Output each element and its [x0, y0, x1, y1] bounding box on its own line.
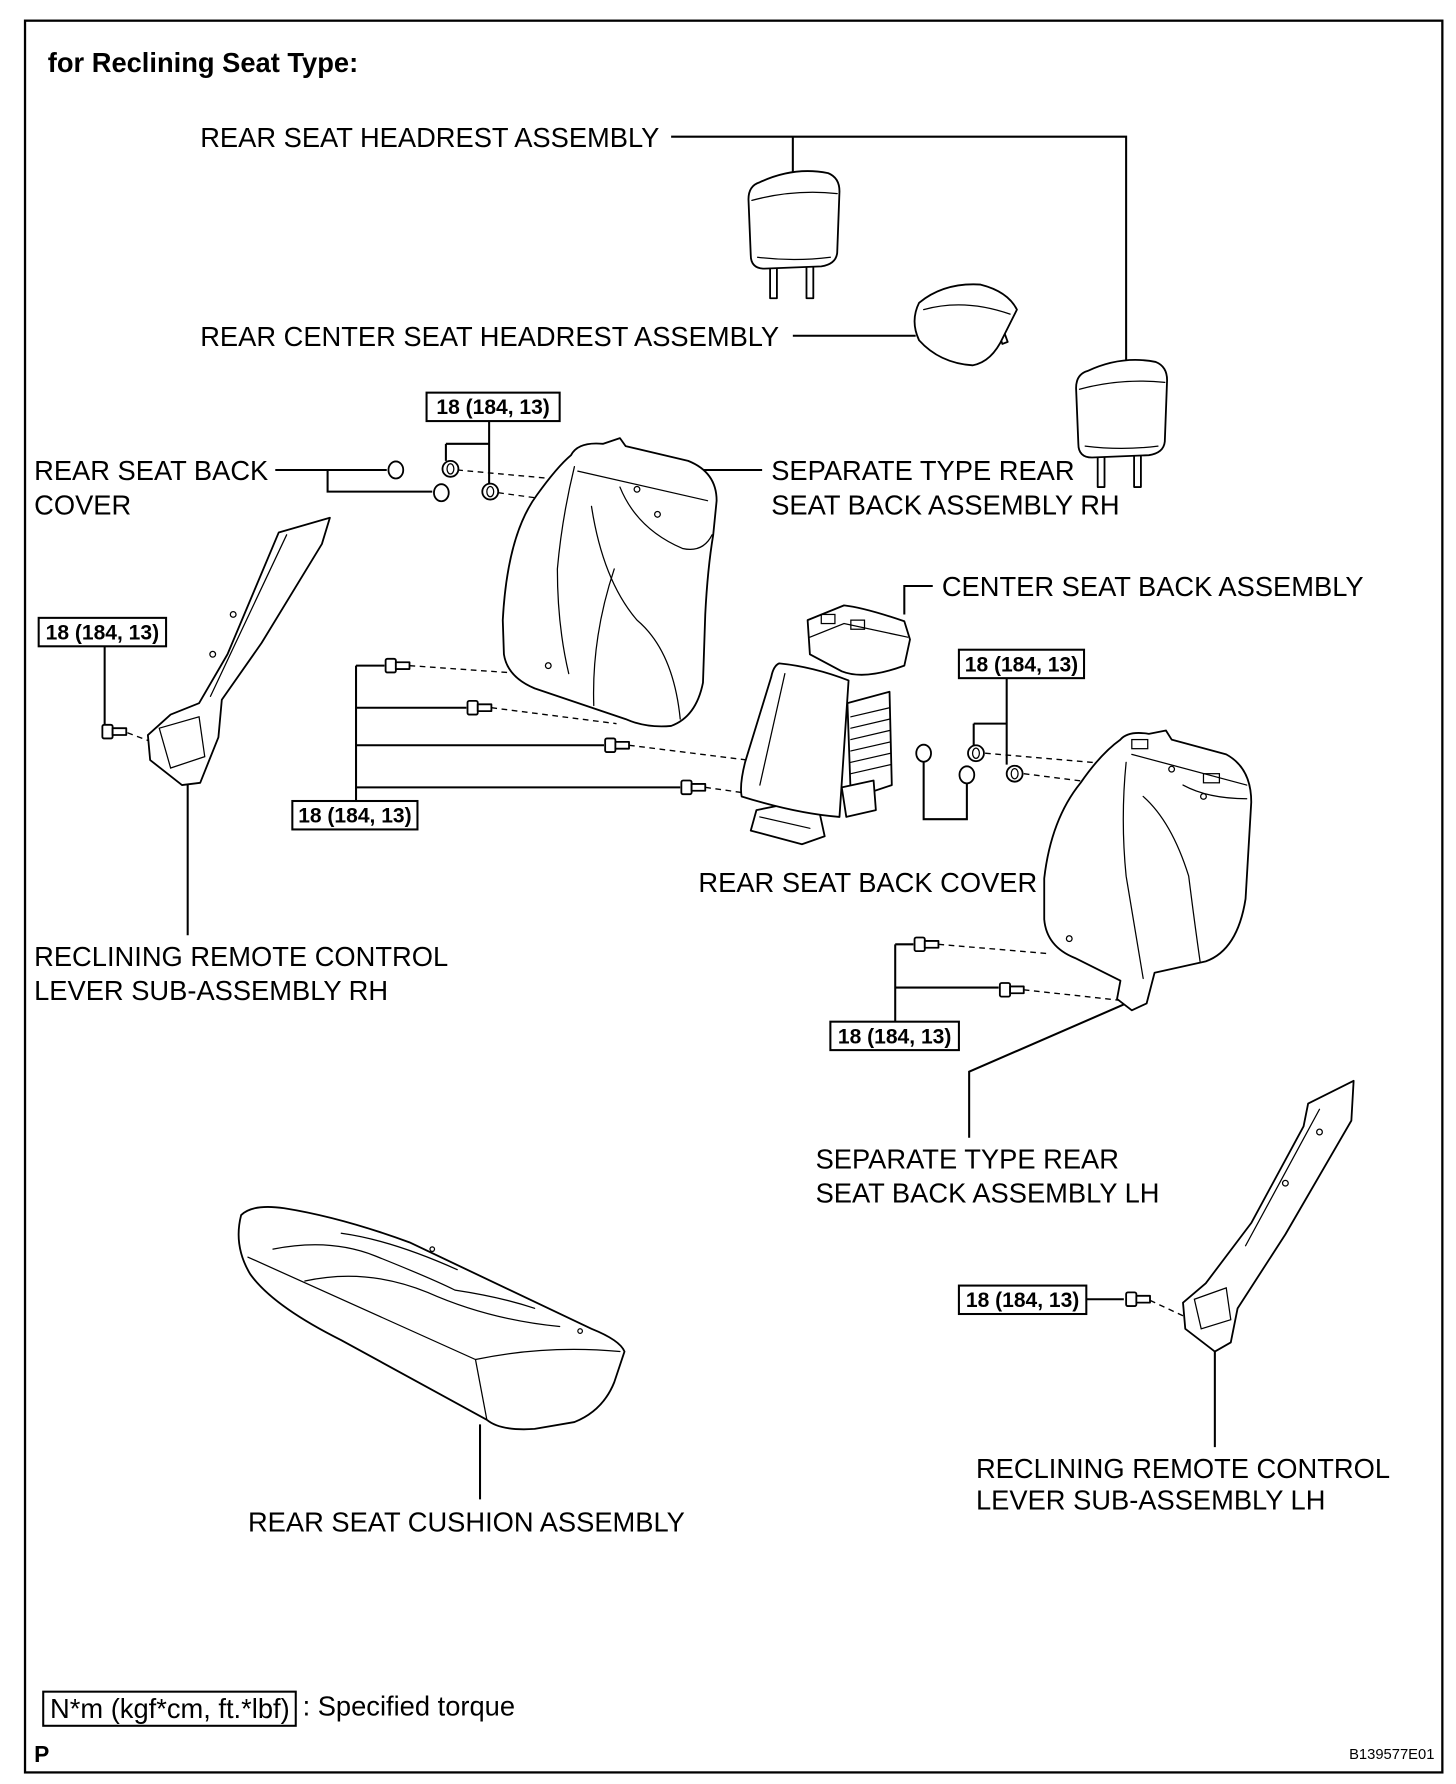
label-separate-seat-back-rh: SEPARATE TYPE REAR [771, 455, 1074, 486]
diagram-title: for Reclining Seat Type: [48, 47, 358, 78]
leader-line-center-seat-back [903, 584, 933, 615]
bolt [466, 699, 493, 716]
torque-spec-text: 18 (184, 13) [838, 1025, 951, 1048]
label-rear-seat-cushion: REAR SEAT CUSHION ASSEMBLY [248, 1506, 685, 1537]
seat-back-cover-cap [915, 743, 932, 763]
nut [481, 482, 500, 501]
legend-box [42, 1690, 297, 1727]
torque-spec-box: 18 (184, 13) [957, 1284, 1088, 1316]
label-reclining-lever-lh: RECLINING REMOTE CONTROL [976, 1453, 1390, 1484]
leader-line-seat-back-cover-upper [275, 468, 433, 493]
leader-line-torque-1 [444, 421, 491, 484]
alignment-line [1023, 989, 1129, 1002]
torque-spec-box: 18 (184, 13) [957, 648, 1086, 680]
bolt [680, 779, 707, 796]
page-marker: P [34, 1741, 49, 1767]
label-rear-seat-headrest: REAR SEAT HEADREST ASSEMBLY [200, 122, 659, 153]
leader-lines [103, 135, 1216, 1500]
label-reclining-lever-lh-line2: LEVER SUB-ASSEMBLY LH [976, 1485, 1325, 1516]
diagram-border [23, 19, 1444, 1774]
bolt [1125, 1291, 1151, 1307]
label-rear-seat-back-cover-lower: REAR SEAT BACK COVER [698, 867, 1037, 898]
separate-rear-seat-back-rh [501, 437, 718, 728]
leader-line-seat-back-cover-lower [922, 761, 968, 821]
torque-spec-text: 18 (184, 13) [965, 653, 1078, 676]
reclining-lever-lh [1182, 1079, 1355, 1353]
rear-seat-headrest-left [1075, 358, 1168, 488]
bolt [101, 723, 128, 740]
torque-spec-box: 18 (184, 13) [425, 391, 561, 423]
bolt [913, 936, 940, 953]
label-rear-seat-back-cover-upper-line2: COVER [34, 489, 131, 520]
label-separate-seat-back-lh-line2: SEAT BACK ASSEMBLY LH [816, 1178, 1160, 1209]
nut [1005, 764, 1024, 783]
torque-spec-text: 18 (184, 13) [46, 621, 159, 644]
legend-torque-unit: N*m (kgf*cm, ft.*lbf) [50, 1693, 290, 1724]
separate-rear-seat-back-lh [1043, 729, 1253, 1012]
leader-line-rear-seat-headrest [671, 135, 1128, 362]
alignment-line [628, 744, 748, 761]
figure-id: B139577E01 [1349, 1747, 1434, 1763]
rear-seat-headrest-right [747, 170, 841, 300]
center-seat-back [740, 604, 911, 846]
seat-back-cover-cap [387, 460, 405, 480]
label-reclining-lever-rh: RECLINING REMOTE CONTROL [34, 941, 448, 972]
torque-spec-text: 18 (184, 13) [436, 396, 549, 419]
legend-description: : Specified torque [303, 1691, 515, 1722]
label-rear-seat-back-cover-upper: REAR SEAT BACK [34, 455, 268, 486]
bolt [604, 737, 630, 753]
nut [967, 744, 985, 763]
alignment-line [938, 943, 1047, 955]
label-center-seat-back: CENTER SEAT BACK ASSEMBLY [942, 571, 1364, 602]
alignment-line [491, 707, 617, 725]
leader-line-torque-4 [972, 678, 1008, 765]
torque-spec-text: 18 (184, 13) [966, 1289, 1079, 1312]
torque-legend: N*m (kgf*cm, ft.*lbf) : Specified torque [42, 1690, 515, 1727]
label-reclining-lever-rh-line2: LEVER SUB-ASSEMBLY RH [34, 975, 388, 1006]
nut [441, 459, 460, 478]
leader-line-seat-back-lh [968, 1002, 1127, 1138]
reclining-lever-rh [146, 516, 331, 786]
bolt [384, 657, 411, 674]
label-separate-seat-back-rh-line2: SEAT BACK ASSEMBLY RH [771, 489, 1119, 520]
rear-center-seat-headrest [913, 283, 1018, 367]
torque-spec-text: 18 (184, 13) [298, 805, 411, 828]
label-rear-center-seat-headrest: REAR CENTER SEAT HEADREST ASSEMBLY [200, 321, 779, 352]
leader-line-torque-3 [355, 664, 681, 801]
leader-line-torque-5 [894, 943, 999, 1022]
torque-spec-box: 18 (184, 13) [291, 799, 419, 831]
seat-back-cover-cap [433, 483, 450, 503]
alignment-line [409, 664, 524, 675]
seat-back-cover-cap [958, 765, 976, 785]
rear-seat-cushion [237, 1206, 626, 1431]
bolt [998, 982, 1025, 998]
torque-spec-box: 18 (184, 13) [37, 616, 168, 648]
label-separate-seat-back-lh: SEPARATE TYPE REAR [816, 1143, 1119, 1174]
torque-spec-box: 18 (184, 13) [829, 1020, 960, 1052]
